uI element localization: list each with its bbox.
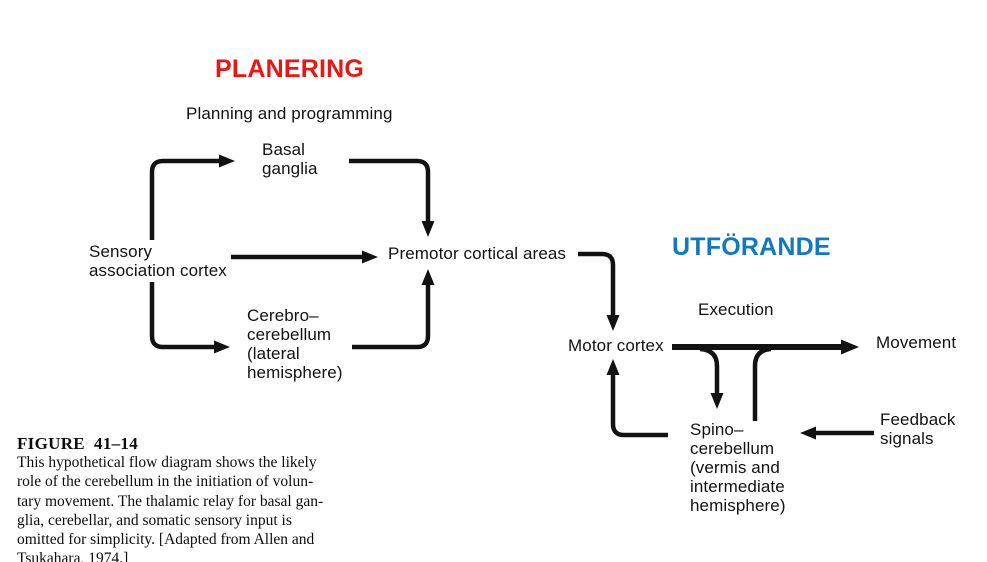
- caption-title: FIGURE 41–14: [17, 434, 139, 453]
- heading-planering: PLANERING: [215, 55, 365, 83]
- node-basal-ganglia: Basal ganglia: [262, 140, 318, 178]
- heading-utforande: UTFÖRANDE: [672, 233, 831, 261]
- arrow-sensory-to-basal-ganglia: [149, 154, 235, 240]
- arrow-sensory-to-cerebrocerebellum: [149, 282, 230, 354]
- node-feedback-signals: Feedback signals: [880, 410, 956, 448]
- caption-body: This hypothetical flow diagram shows the…: [17, 454, 324, 562]
- node-sensory-association-cortex: Sensory association cortex: [89, 242, 227, 280]
- arrow-basal-ganglia-to-premotor: [349, 158, 435, 237]
- node-premotor-cortical-areas: Premotor cortical areas: [388, 244, 567, 263]
- node-movement: Movement: [876, 333, 957, 352]
- node-motor-cortex: Motor cortex: [568, 336, 664, 355]
- arrow-premotor-to-motor-cortex: [578, 251, 620, 331]
- line-motor-line-branch-right: [752, 346, 772, 421]
- phase-label-planning-and-programming: Planning and programming: [186, 104, 393, 123]
- arrow-spinocerebellum-to-motor-cortex: [606, 359, 668, 438]
- node-cerebrocerebellum: Cerebro– cerebellum (lateral hemisphere): [247, 306, 343, 382]
- arrow-motor-line-branch-to-spinocerebellum: [699, 346, 724, 409]
- node-spinocerebellum: Spino– cerebellum (vermis and intermedia…: [690, 420, 786, 515]
- arrow-cerebrocerebellum-to-premotor: [352, 269, 435, 350]
- phase-label-execution: Execution: [698, 300, 774, 319]
